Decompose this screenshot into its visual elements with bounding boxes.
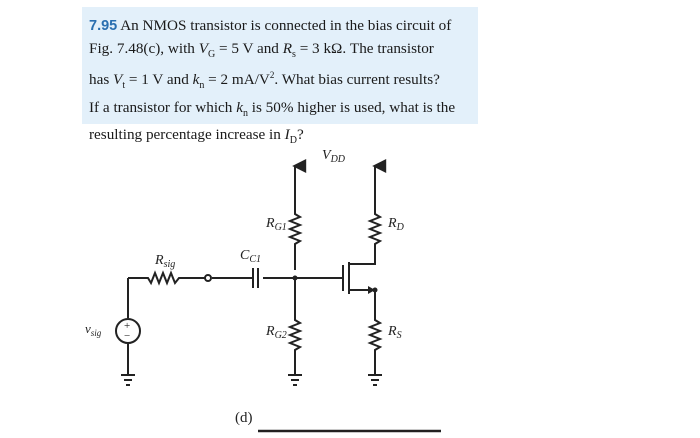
- problem-line-5: resulting percentage increase in ID?: [89, 124, 472, 152]
- source-node-dot: [372, 287, 378, 293]
- problem-text: resulting percentage increase in: [89, 126, 285, 144]
- cc1-label: CC1: [240, 248, 261, 265]
- var-k: k: [192, 71, 200, 89]
- var-k: k: [236, 98, 243, 116]
- figure-label: (d): [235, 410, 253, 426]
- vsig-label: vsig: [85, 321, 102, 338]
- problem-text: Fig. 7.48(c), with: [89, 39, 199, 57]
- source-arrow-icon: [368, 286, 375, 294]
- rg1-resistor-icon: [287, 210, 303, 270]
- problem-text: ?: [296, 126, 304, 144]
- problem-line-3: has Vt = 1 V and kn = 2 mA/V2. What bias…: [89, 65, 472, 97]
- problem-line-2: Fig. 7.48(c), with VG = 5 V and Rs = 3 k…: [89, 38, 472, 66]
- rs-label: RS: [387, 324, 402, 341]
- subscript: n: [199, 80, 205, 92]
- subscript: D: [289, 135, 297, 147]
- ground-icon: [121, 374, 135, 386]
- source-plus: +: [124, 320, 130, 332]
- problem-text: has: [89, 71, 114, 89]
- problem-statement: 7.95 An NMOS transistor is connected in …: [82, 7, 478, 146]
- ground-icon: [288, 374, 302, 386]
- subscript: G: [207, 48, 216, 60]
- ground-icon: [368, 374, 382, 386]
- rd-label: RD: [387, 216, 405, 233]
- vdd-label: VDD: [322, 148, 346, 165]
- rs-resistor-icon: [367, 316, 383, 375]
- rsig-resistor-icon: [128, 270, 205, 286]
- var-R: R: [282, 39, 292, 57]
- source-minus: −: [124, 330, 130, 342]
- rd-resistor-icon: [357, 210, 383, 265]
- problem-text: . What bias current results?: [274, 71, 440, 89]
- problem-text: = 3 kΩ. The transistor: [295, 39, 434, 57]
- ground-icons: [121, 374, 382, 386]
- var-V: V: [113, 71, 123, 89]
- subscript: n: [242, 107, 248, 119]
- rg2-resistor-icon: [287, 316, 303, 375]
- problem-text: is 50% higher is used, what is the: [247, 98, 456, 116]
- rg2-label: RG2: [265, 324, 287, 341]
- rsig-label: Rsig: [154, 253, 175, 270]
- subscript: s: [291, 48, 296, 60]
- var-V: V: [198, 39, 208, 57]
- rg1-label: RG1: [265, 216, 287, 233]
- problem-text: An NMOS transistor is connected in the b…: [117, 17, 452, 34]
- problem-text: = 2 mA/V: [204, 71, 270, 89]
- problem-text: If a transistor for which: [89, 98, 237, 116]
- input-terminal-icon: [204, 274, 212, 282]
- problem-line-4: If a transistor for which kn is 50% high…: [89, 97, 472, 125]
- superscript: 2: [269, 70, 275, 81]
- gate-node-dot: [292, 275, 298, 281]
- var-I: I: [284, 126, 290, 144]
- problem-text: = 1 V and: [125, 71, 193, 89]
- problem-text: = 5 V and: [215, 39, 283, 57]
- problem-line-1: 7.95 An NMOS transistor is connected in …: [89, 15, 472, 38]
- subscript: t: [122, 80, 126, 92]
- problem-number: 7.95: [89, 18, 118, 34]
